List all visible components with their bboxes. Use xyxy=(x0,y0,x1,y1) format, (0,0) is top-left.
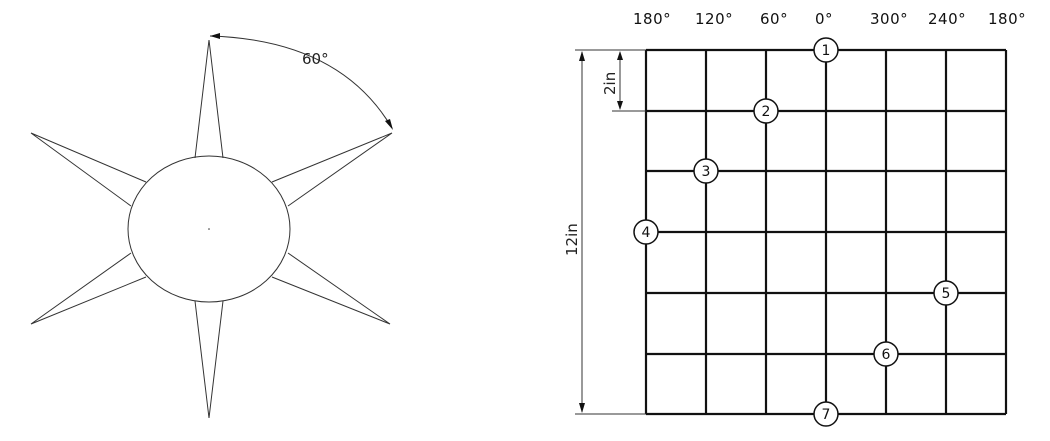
row-spacing-arrow-bottom xyxy=(617,101,623,110)
svg-text:4: 4 xyxy=(642,225,651,241)
grid-lines xyxy=(644,48,1008,416)
column-label: 180° xyxy=(988,10,1026,28)
marker-7: 7 xyxy=(813,401,839,427)
total-height-dimension: 12in xyxy=(563,49,646,415)
column-label: 120° xyxy=(695,10,733,28)
column-label: 60° xyxy=(760,10,788,28)
star-spike-upper-right xyxy=(271,132,393,207)
star-spike-upper-left xyxy=(30,132,147,207)
marker-4: 4 xyxy=(633,219,659,245)
svg-text:6: 6 xyxy=(882,347,891,363)
star-spike-bottom xyxy=(194,300,224,419)
star-spike-top xyxy=(194,39,224,159)
column-labels: 180° 120° 60° 0° 300° 240° 180° xyxy=(633,10,1026,28)
total-height-arrow-top xyxy=(579,51,585,61)
angle-dimension-arc xyxy=(209,35,393,129)
total-height-label: 12in xyxy=(563,223,581,256)
row-spacing-dimension: 2in xyxy=(601,49,646,112)
column-label: 180° xyxy=(633,10,671,28)
total-height-arrow-bottom xyxy=(579,403,585,413)
svg-text:3: 3 xyxy=(702,164,711,180)
row-spacing-arrow-top xyxy=(617,51,623,60)
marker-6: 6 xyxy=(873,341,899,367)
marker-3: 3 xyxy=(693,158,719,184)
column-label: 300° xyxy=(870,10,908,28)
column-label: 240° xyxy=(928,10,966,28)
svg-text:5: 5 xyxy=(942,286,951,302)
marker-5: 5 xyxy=(933,280,959,306)
svg-text:1: 1 xyxy=(822,43,831,59)
svg-text:2: 2 xyxy=(762,104,771,120)
grid-figure: 180° 120° 60° 0° 300° 240° 180° xyxy=(563,10,1026,427)
angle-label: 60° xyxy=(302,50,329,68)
marker-2: 2 xyxy=(753,98,779,124)
angle-arrowhead-right xyxy=(385,119,393,130)
row-spacing-label: 2in xyxy=(601,72,619,95)
star-figure: 60° xyxy=(30,33,393,419)
column-label: 0° xyxy=(815,10,833,28)
svg-text:7: 7 xyxy=(822,407,831,423)
star-spike-lower-right xyxy=(271,252,391,325)
angle-arrowhead-left xyxy=(210,33,220,39)
markers: 1 2 3 4 5 6 7 xyxy=(633,37,959,427)
marker-1: 1 xyxy=(813,37,839,63)
star-spike-lower-left xyxy=(30,252,147,325)
star-center-ellipse xyxy=(127,155,291,303)
star-center-point xyxy=(208,228,210,230)
